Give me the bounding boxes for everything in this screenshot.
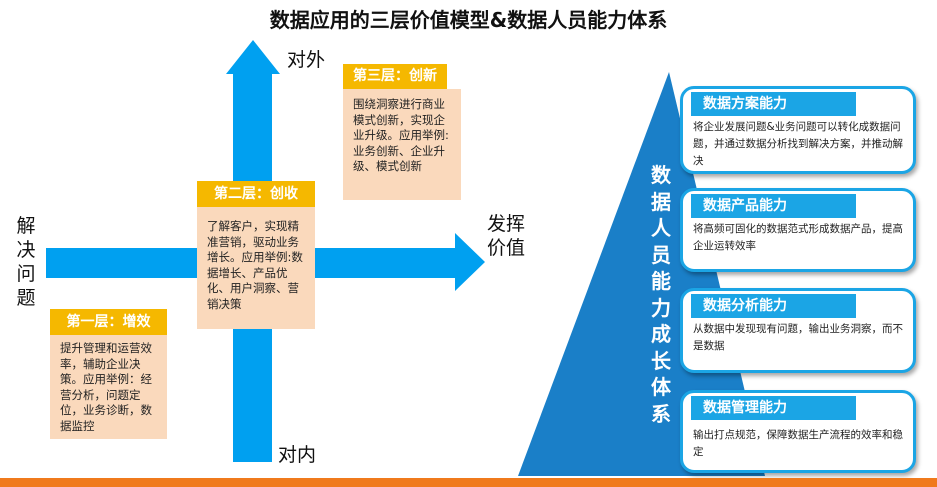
ability-title: 数据分析能力 [691, 294, 856, 318]
ability-card-solution: 数据方案能力 将企业发展问题&业务问题可以转化成数据问题，并通过数据分析找到解决… [680, 86, 916, 174]
ability-desc: 将高频可固化的数据范式形成数据产品，提高企业运转效率 [693, 223, 903, 252]
axis-label-left: 解决问题 [16, 215, 36, 309]
pyramid-shape [518, 72, 765, 476]
ability-card-analysis: 数据分析能力 从数据中发现现有问题，输出业务洞察，而不是数据 [680, 288, 916, 373]
arrow-up-icon [226, 40, 280, 74]
layer-3-body: 围绕洞察进行商业模式创新，实现企业升级。应用举例:业务创新、企业升级、模式创新 [343, 89, 461, 200]
pyramid-title: 数据人员能力成长体系 [651, 163, 671, 426]
layer-3-box: 第三层：创新 围绕洞察进行商业模式创新，实现企业升级。应用举例:业务创新、企业升… [343, 64, 461, 200]
arrow-right-icon [455, 233, 485, 291]
layer-1-header: 第一层：增效 [50, 309, 167, 335]
page-title: 数据应用的三层价值模型&数据人员能力体系 [269, 8, 668, 32]
axis-label-top: 对外 [287, 49, 326, 71]
ability-title: 数据管理能力 [691, 396, 856, 420]
ability-desc: 从数据中发现现有问题，输出业务洞察，而不是数据 [693, 323, 903, 352]
axis-label-bottom: 对内 [278, 444, 317, 466]
ability-card-management: 数据管理能力 输出打点规范，保障数据生产流程的效率和稳定 [680, 390, 916, 473]
ability-desc: 输出打点规范，保障数据生产流程的效率和稳定 [693, 429, 903, 458]
layer-3-header: 第三层：创新 [343, 64, 447, 89]
ability-card-product: 数据产品能力 将高频可固化的数据范式形成数据产品，提高企业运转效率 [680, 188, 916, 272]
ability-desc: 将企业发展问题&业务问题可以转化成数据问题，并通过数据分析找到解决方案，并推动解… [693, 121, 903, 167]
footer-bar [0, 478, 937, 487]
ability-title: 数据产品能力 [691, 194, 856, 218]
layer-1-box: 第一层：增效 提升管理和运营效率，辅助企业决策。应用举例：经营分析，问题定位，业… [50, 309, 167, 439]
layer-2-header: 第二层：创收 [197, 181, 315, 207]
ability-title: 数据方案能力 [691, 92, 856, 116]
layer-2-box: 第二层：创收 了解客户，实现精准营销，驱动业务增长。应用举例:数据增长、产品优化… [197, 181, 315, 329]
axis-label-right: 发挥价值 [487, 213, 526, 259]
layer-1-body: 提升管理和运营效率，辅助企业决策。应用举例：经营分析，问题定位，业务诊断，数据监… [50, 335, 167, 439]
layer-2-body: 了解客户，实现精准营销，驱动业务增长。应用举例:数据增长、产品优化、用户洞察、营… [197, 207, 315, 329]
